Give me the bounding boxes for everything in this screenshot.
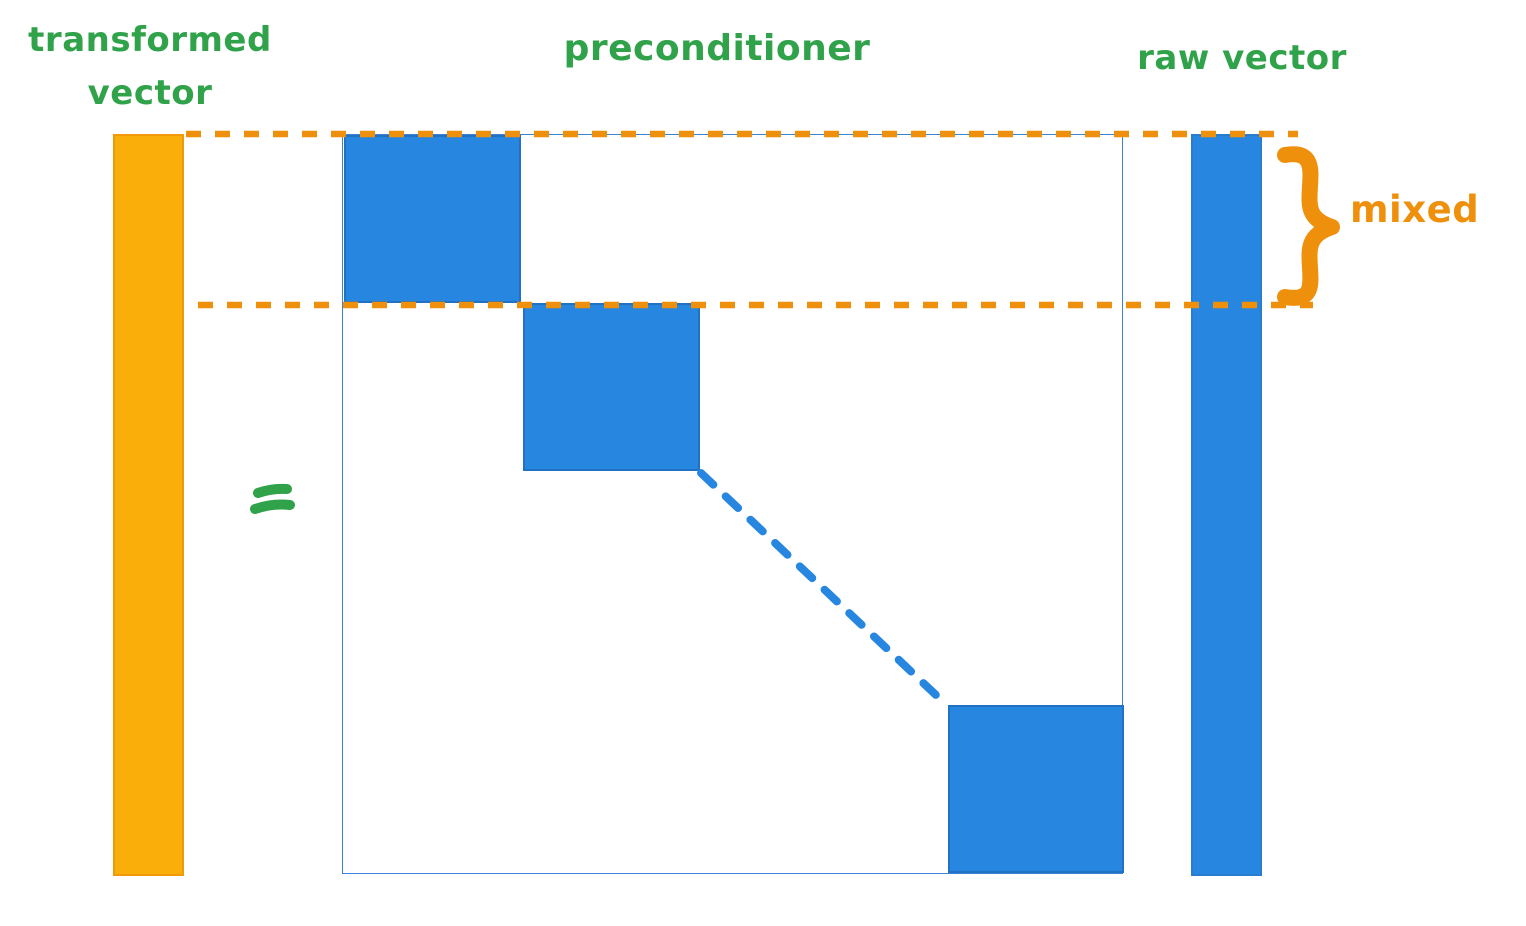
mixed-label: mixed xyxy=(1350,188,1480,231)
equals-sign xyxy=(250,483,295,514)
mixed-brace xyxy=(1277,146,1340,306)
preconditioner-matrix xyxy=(342,134,1124,874)
transformed-vector-label: transformed vector xyxy=(28,20,272,113)
diagonal-block-1 xyxy=(344,135,521,303)
transformed-vector-bar xyxy=(113,134,184,876)
diagonal-block-2 xyxy=(523,303,700,471)
raw-vector-bar xyxy=(1191,134,1262,876)
raw-vector-label: raw vector xyxy=(1137,38,1347,78)
diagonal-block-3 xyxy=(948,705,1124,873)
preconditioner-label: preconditioner xyxy=(563,28,871,69)
